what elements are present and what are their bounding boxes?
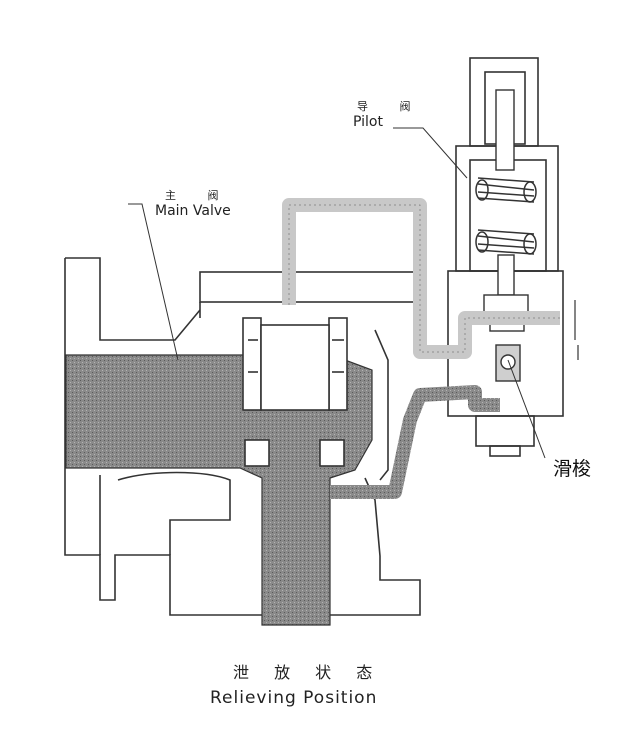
main-valve-label-cn: 主 阀 [165, 189, 233, 202]
pressure-line [330, 385, 500, 499]
pilot-stem [483, 89, 529, 332]
pilot-outlet-marks [574, 300, 579, 360]
leader-lines [128, 127, 546, 459]
slide-shuttle-label: 滑梭 [553, 458, 592, 480]
caption-en: Relieving Position [210, 688, 378, 708]
main-valve-label-en: Main Valve [155, 203, 231, 219]
pilot-label-cn: 导 阀 [357, 100, 425, 113]
sensing-line-upper [282, 198, 560, 359]
slide-shuttle [495, 344, 521, 382]
caption-cn: 泄 放 状 态 [233, 663, 383, 682]
main-valve-piston [242, 317, 348, 467]
pilot-label-en: Pilot [353, 114, 383, 130]
pilot-springs [475, 177, 537, 255]
